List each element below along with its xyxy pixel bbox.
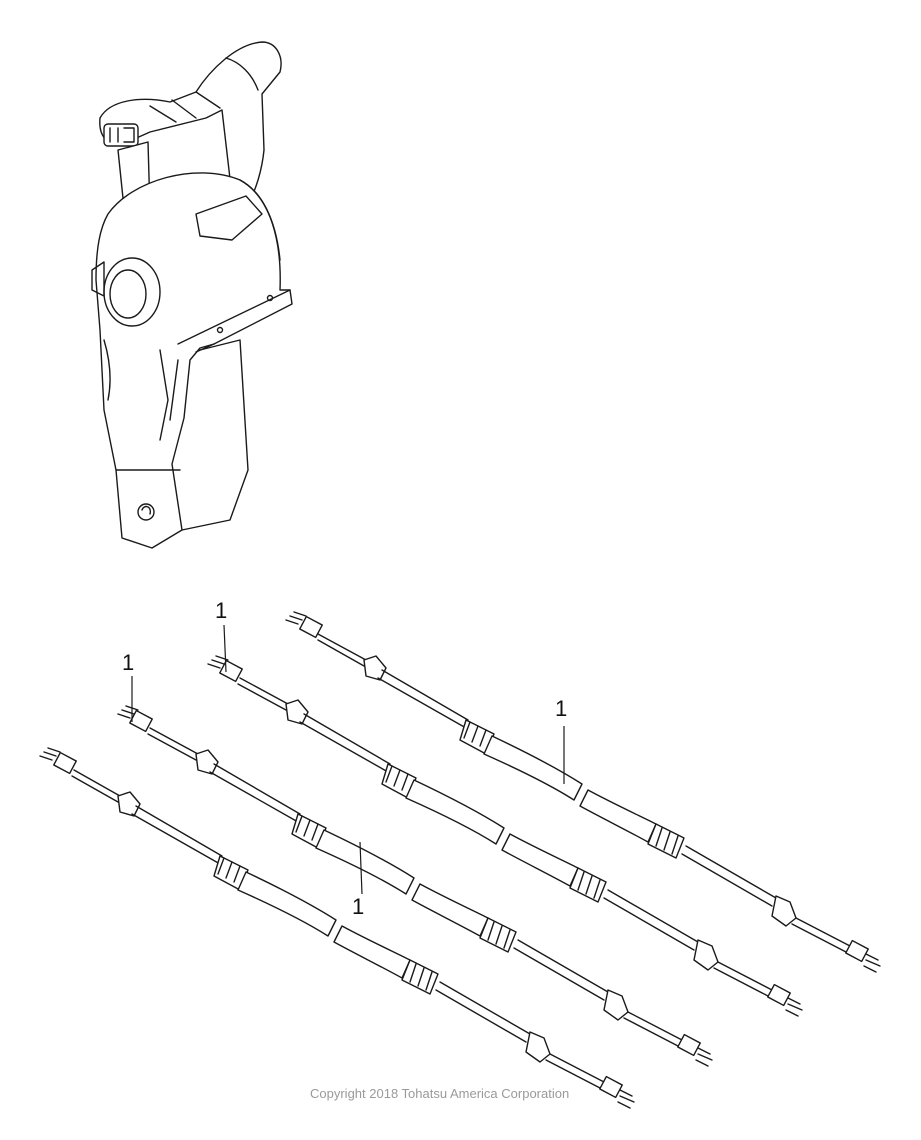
callout-label: 1 bbox=[352, 894, 364, 919]
control-cable-4[interactable] bbox=[39, 747, 635, 1109]
control-cable-3[interactable] bbox=[117, 705, 713, 1067]
callout-label: 1 bbox=[215, 598, 227, 623]
callout-2: 1 bbox=[122, 650, 134, 722]
control-cable-1[interactable] bbox=[285, 611, 881, 973]
copyright-notice: Copyright 2018 Tohatsu America Corporati… bbox=[310, 1086, 570, 1101]
control-cable-2[interactable] bbox=[207, 655, 803, 1017]
callout-1: 1 bbox=[215, 598, 227, 673]
remote-control-box[interactable] bbox=[91, 41, 293, 549]
callout-label: 1 bbox=[555, 696, 567, 721]
callout-3: 1 bbox=[555, 696, 567, 784]
callout-label: 1 bbox=[122, 650, 134, 675]
callout-4: 1 bbox=[352, 841, 364, 919]
